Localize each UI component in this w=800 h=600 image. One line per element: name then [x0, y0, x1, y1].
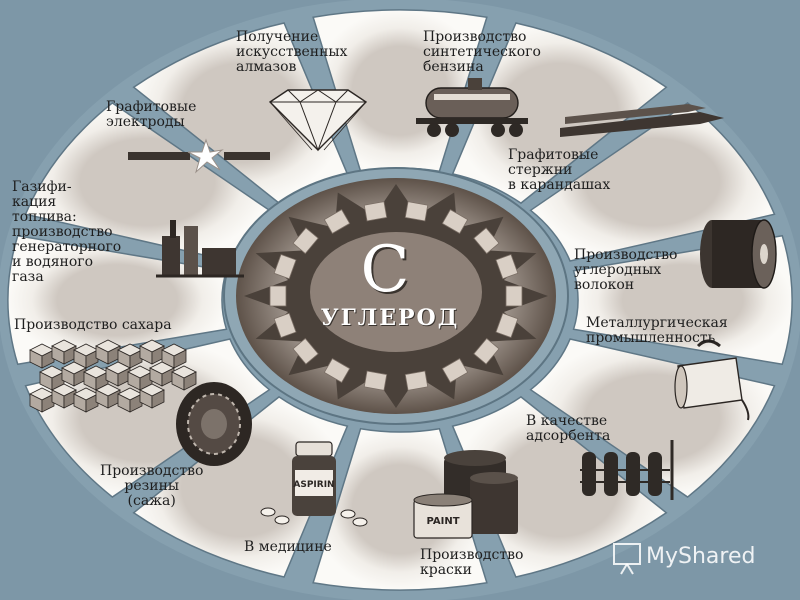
center-tile	[292, 337, 319, 365]
sugar-cube	[51, 339, 77, 365]
presentation-board-icon	[613, 543, 641, 575]
gas-plant-icon	[156, 220, 244, 278]
sugar-cube	[139, 383, 165, 409]
label-graphite-pencil-rods: Графитовые стержни в карандашах	[508, 147, 611, 193]
fiber-spool-icon	[700, 219, 777, 289]
label-fuel-gasification: Газифи- кация топлива: производство гене…	[12, 179, 122, 285]
pencil-rods-icon	[560, 104, 724, 137]
sugar-cube	[171, 365, 197, 391]
label-medicine: В медицине	[244, 539, 332, 555]
sugar-cube	[29, 387, 55, 413]
label-synthetic-diamonds: Получение искусственных алмазов	[236, 29, 348, 75]
tank-car-icon	[416, 78, 528, 137]
center-tile	[473, 337, 500, 365]
tire-icon	[176, 382, 252, 466]
label-adsorbent: В качестве адсорбента	[526, 413, 611, 444]
segment-paint	[312, 427, 488, 591]
center-tile	[363, 201, 388, 222]
filter-columns-icon	[580, 440, 674, 500]
center-tile	[495, 312, 519, 339]
sugar-cube	[139, 339, 165, 365]
carbon-name: УГЛЕРОД	[320, 305, 460, 331]
ladle-icon	[674, 339, 750, 421]
center-tile	[441, 209, 469, 234]
aspirin-label: ASPIRIN	[293, 480, 334, 490]
sugar-cube	[95, 339, 121, 365]
label-graphite-electrodes: Графитовые электроды	[106, 99, 197, 130]
center-tile	[363, 370, 388, 391]
center-core	[310, 232, 482, 352]
sugar-cube	[51, 383, 77, 409]
sugar-cube	[117, 387, 143, 413]
center-tile	[269, 285, 287, 307]
center-tile	[273, 312, 297, 339]
center-tile	[404, 370, 429, 391]
center-tile	[404, 201, 429, 222]
center-tile	[323, 358, 351, 383]
sugar-cube	[149, 361, 175, 387]
paint-barrels-icon: PAINT	[413, 450, 518, 539]
diamond-icon	[268, 89, 368, 152]
segment-medicine	[132, 395, 349, 578]
center-tile	[473, 227, 500, 255]
center-tile	[505, 285, 523, 307]
pill-bottle-icon: ASPIRIN	[260, 441, 368, 527]
watermark: MyShared	[612, 540, 782, 576]
label-sugar-production: Производство сахара	[14, 317, 172, 333]
sugar-cube	[117, 343, 143, 369]
paint-can-label: PAINT	[426, 516, 459, 527]
sugar-cube	[73, 343, 99, 369]
sugar-cube	[105, 361, 131, 387]
watermark-text: MyShared	[646, 544, 756, 569]
label-rubber-production: Производство резины (сажа)	[100, 463, 204, 509]
carbon-symbol: C	[360, 233, 410, 307]
sugar-cube	[161, 343, 187, 369]
label-metallurgy: Металлургическая промышленность	[586, 315, 728, 346]
label-paint-production: Производство краски	[420, 547, 524, 578]
segment-gasoline	[451, 22, 668, 205]
center-tile	[273, 253, 297, 280]
electrode-arc-icon	[128, 138, 270, 174]
center-tile	[495, 253, 519, 280]
sugar-cubes-icon	[29, 339, 197, 413]
center-tile	[292, 227, 319, 255]
sugar-cube	[61, 361, 87, 387]
label-carbon-fibers: Производство углеродных волокон	[574, 247, 678, 293]
center-tile	[323, 209, 351, 234]
center-tile	[441, 358, 469, 383]
label-synthetic-gasoline: Производство синтетического бензина	[423, 29, 541, 75]
center-tiles	[269, 201, 523, 391]
